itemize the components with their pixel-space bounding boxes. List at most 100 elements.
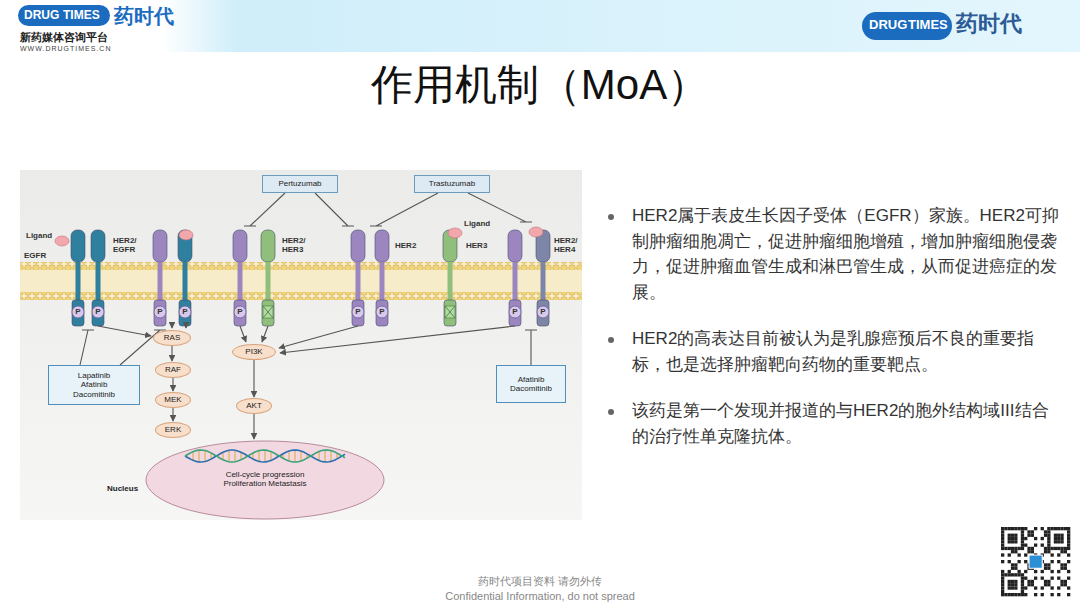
qr-module — [1044, 530, 1047, 533]
qr-module — [1054, 540, 1057, 543]
qr-module — [1021, 577, 1024, 580]
inhibition-lines — [80, 193, 537, 365]
qr-module — [1057, 527, 1060, 530]
dna-strand — [185, 450, 345, 462]
pathway-oval: PI3K — [232, 344, 276, 360]
antibody-box: Trastuzumab — [414, 175, 490, 193]
ligand-symbol — [448, 228, 462, 238]
qr-module — [1041, 586, 1044, 589]
qr-module — [1011, 563, 1014, 566]
qr-module — [1001, 544, 1004, 547]
receptors — [55, 227, 550, 326]
qr-module — [1011, 527, 1014, 530]
pathway-arrow — [253, 360, 254, 397]
qr-code — [996, 522, 1076, 602]
logo-text: TIMES — [63, 8, 100, 22]
receptor-kinase — [537, 300, 549, 326]
qr-module — [1064, 567, 1067, 570]
inactive-cross — [263, 306, 273, 318]
qr-module — [1041, 544, 1044, 547]
qr-module — [1018, 547, 1021, 550]
receptor-kinase — [179, 300, 191, 326]
footer-note: Confidential Information, do not spread — [0, 590, 1080, 603]
qr-module — [1001, 527, 1004, 530]
qr-module — [1051, 547, 1054, 550]
receptor-kinase — [376, 300, 388, 326]
qr-module — [1047, 550, 1050, 553]
receptor-kinase — [262, 300, 274, 326]
slide-title: 作用机制（MoA） — [0, 60, 1080, 110]
qr-module — [1047, 527, 1050, 530]
qr-module — [1024, 586, 1027, 589]
qr-module — [1057, 540, 1060, 543]
receptor-stem — [513, 262, 518, 300]
qr-module — [1008, 553, 1011, 556]
qr-module — [1011, 586, 1014, 589]
receptor-stem — [266, 262, 271, 300]
qr-module — [1067, 553, 1070, 556]
qr-module — [1024, 553, 1027, 556]
receptor-stem — [541, 262, 546, 300]
qr-module — [1008, 586, 1011, 589]
receptor-label: HER2/ EGFR — [113, 236, 141, 254]
qr-module — [1057, 537, 1060, 540]
qr-module — [1021, 580, 1024, 583]
nucleus-text: Cell-cycle progression Proliferation Met… — [215, 470, 315, 488]
qr-module — [1008, 593, 1011, 596]
node-text: Lapatinib Afatinib Dacomitinib — [66, 371, 122, 399]
qr-module — [1008, 534, 1011, 537]
receptor-kinase — [72, 300, 84, 326]
ligand-label: Ligand — [26, 232, 52, 241]
diagram-ground — [20, 170, 582, 520]
qr-module — [1047, 540, 1050, 543]
qr-module — [1044, 563, 1047, 566]
qr-module — [1021, 544, 1024, 547]
phospho-label: P — [509, 307, 521, 317]
phospho-label: P — [72, 307, 84, 317]
qr-module — [1018, 527, 1021, 530]
qr-module — [1051, 570, 1054, 573]
qr-module — [1041, 570, 1044, 573]
qr-module — [1008, 570, 1011, 573]
qr-module — [1060, 527, 1063, 530]
pathway-arrow — [172, 378, 173, 391]
qr-module — [1021, 593, 1024, 596]
inactive-kinase — [445, 306, 455, 318]
pathway-oval: ERK — [155, 422, 191, 438]
phospho-dot — [154, 306, 166, 318]
logo-url: WWW.DRUGTIMES.CN — [20, 45, 111, 53]
pathway-oval: RAF — [155, 362, 191, 378]
receptor-kinase — [352, 300, 364, 326]
ligand-symbol — [55, 236, 69, 246]
receptor-head — [153, 230, 167, 262]
qr-module — [1057, 547, 1060, 550]
qr-module — [1001, 573, 1004, 576]
bullet-dots — [608, 214, 614, 415]
qr-module — [1011, 573, 1014, 576]
ligand-symbol — [529, 227, 543, 237]
qr-module — [1027, 534, 1030, 537]
qr-module — [1014, 527, 1017, 530]
phospho-dot — [537, 306, 549, 318]
pathway-arrow — [172, 408, 173, 421]
qr-module — [1008, 583, 1011, 586]
qr-module — [1018, 560, 1021, 563]
qr-module — [1001, 534, 1004, 537]
receptor-head — [91, 230, 105, 262]
receptor-head — [71, 230, 85, 262]
qr-module — [1060, 540, 1063, 543]
receptor-label: HER2 — [395, 242, 416, 251]
qr-module — [1057, 570, 1060, 573]
phospho-label: P — [376, 307, 388, 317]
qr-module — [1041, 593, 1044, 596]
qr-module — [1044, 583, 1047, 586]
qr-module — [1034, 544, 1037, 547]
qr-module — [1021, 534, 1024, 537]
qr-module — [1024, 570, 1027, 573]
qr-module — [1004, 547, 1007, 550]
pathway-oval: AKT — [236, 398, 272, 414]
qr-module — [1004, 527, 1007, 530]
qr-module — [1067, 527, 1070, 530]
qr-module — [1031, 530, 1034, 533]
